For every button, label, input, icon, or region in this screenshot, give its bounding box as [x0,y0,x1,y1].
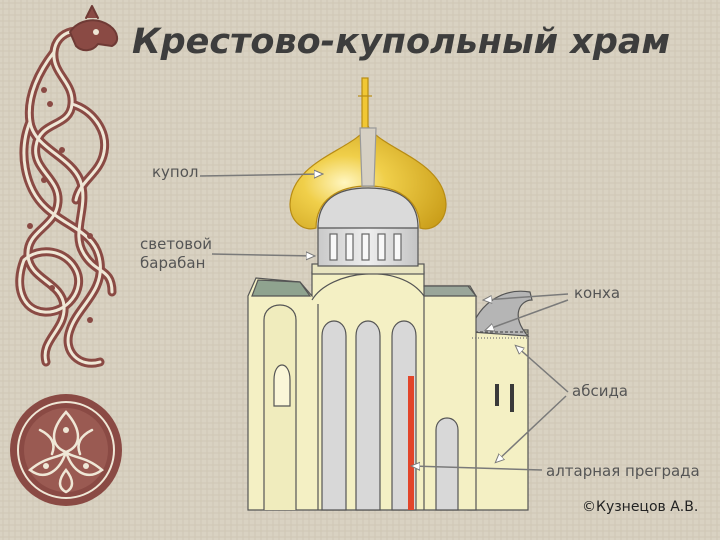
arrow-concha-1 [484,293,569,300]
slide-title: Крестово-купольный храм [132,22,671,62]
arrow-apse-2 [496,395,567,462]
label-dome: купол [152,163,199,181]
altar-barrier [408,376,414,510]
author-credit: ©Кузнецов А.В. [582,499,699,515]
arrow-apse-1 [516,346,569,393]
label-drum-line1: световой [140,235,212,253]
beast-ornament [15,5,118,368]
round-medallion [10,394,122,506]
label-drum-line2: барабан [140,254,206,272]
church-drawing [247,77,533,511]
label-apse: абсида [572,382,629,400]
callout-arrows [199,174,569,470]
arrow-dome [199,174,322,176]
arrow-concha-2 [486,299,569,330]
arrow-barrier [412,466,543,470]
label-altar-barrier: алтарная преграда [546,462,700,480]
apse-wall [467,329,529,511]
arrow-drum [211,254,314,256]
label-concha: конха [574,284,621,302]
